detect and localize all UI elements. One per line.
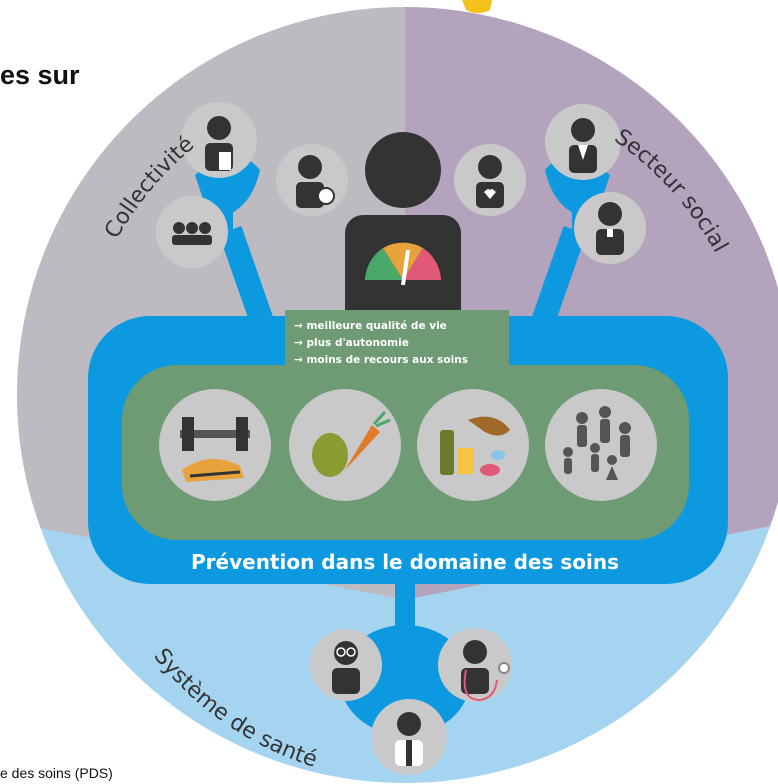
clergy-person-icon [574,192,646,264]
person-with-heart-icon [454,144,526,216]
outcome-2: → plus d'autonomie [294,337,409,349]
page-heading-fragment: es sur [0,60,80,90]
person-in-suit-icon [545,104,621,180]
pharmacist-icon [371,699,447,775]
outcome-3: → moins de recours aux soins [294,354,468,366]
exercise-icon [159,389,271,501]
group-icon [156,196,228,268]
top-accent [462,0,492,13]
outcome-1: → meilleure qualité de vie [294,320,447,332]
risk-factor-band [122,365,689,540]
figure-caption-fragment: e des soins (PDS) [0,765,113,781]
outcomes-box [285,310,509,372]
substances-icon [417,389,529,501]
collectivite-icons [156,102,348,268]
prevention-banner: Prévention dans le domaine des soins [191,550,619,574]
person-with-glasses-icon [310,629,382,701]
person-with-child-icon [181,102,257,178]
sante-icons [310,628,512,775]
person-with-gauge-icon [345,132,461,330]
person-with-ball-icon [276,144,348,216]
social-icons [454,104,646,264]
nutrition-icon [289,389,401,501]
doctor-icon [438,628,512,702]
social-group-icon [545,389,657,501]
